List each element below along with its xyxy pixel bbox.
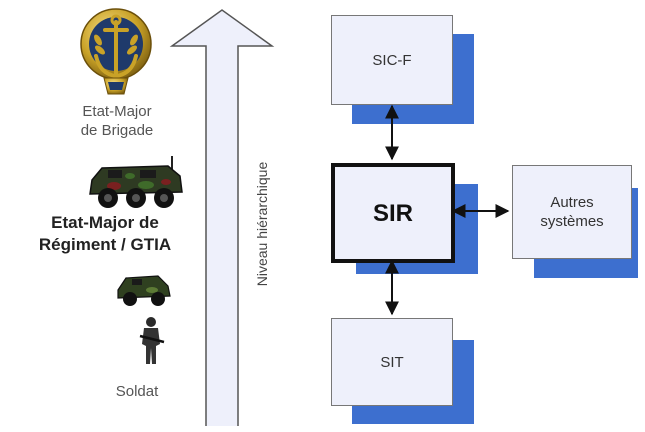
sir-box[interactable]: SIR	[331, 163, 455, 263]
hierarchy-arrow	[169, 9, 275, 426]
sicf-box[interactable]: SIC-F	[331, 15, 453, 105]
regiment-label-line2: Régiment / GTIA	[38, 235, 172, 254]
brigade-label-line2: de Brigade	[80, 122, 154, 139]
soldier-icon	[139, 317, 165, 364]
regiment-label: Etat-Major de Régiment / GTIA	[14, 212, 196, 256]
light-vehicle-icon	[117, 275, 171, 306]
brigade-insignia-icon	[80, 8, 152, 95]
armored-vehicle-icon	[89, 156, 183, 208]
sicf-label: SIC-F	[372, 51, 412, 69]
other-systems-label-line2: systèmes	[540, 213, 604, 230]
regiment-label-line1: Etat-Major de	[51, 213, 159, 232]
sit-box[interactable]: SIT	[331, 318, 453, 406]
soldier-label: Soldat	[115, 383, 159, 400]
other-systems-label-line1: Autres	[550, 194, 594, 211]
sit-label: SIT	[380, 353, 404, 371]
brigade-label-line1: Etat-Major	[82, 103, 152, 120]
other-systems-box[interactable]: Autres systèmes	[512, 165, 632, 259]
brigade-label: Etat-Major de Brigade	[70, 102, 164, 140]
sir-label: SIR	[372, 199, 413, 227]
